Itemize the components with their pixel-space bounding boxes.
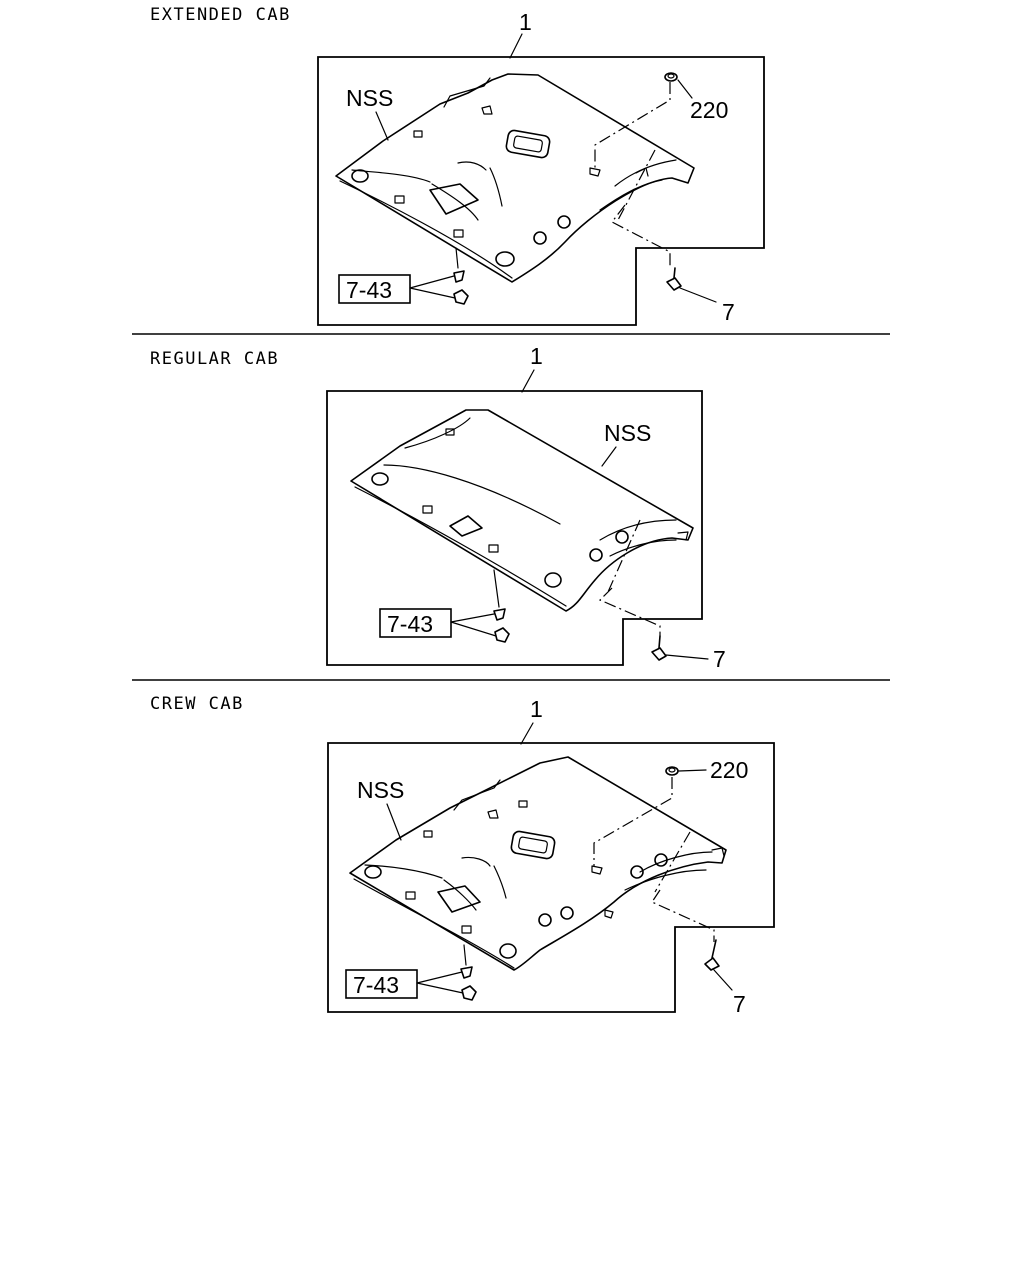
headliner-panel xyxy=(350,409,694,612)
reference-box xyxy=(379,608,452,638)
section-crew-cab: CREW CAB 1 xyxy=(150,694,775,1017)
part-number-label: 1 xyxy=(519,9,532,35)
section-title: CREW CAB xyxy=(150,694,244,714)
leader-line xyxy=(409,287,456,299)
reference-label: 7-43 xyxy=(346,277,392,303)
reference-label: 7-43 xyxy=(387,611,433,637)
screw-label: 7 xyxy=(733,991,746,1017)
leader-line xyxy=(375,111,389,141)
leader-line xyxy=(665,654,709,660)
screw-label: 7 xyxy=(722,299,735,325)
dash-line xyxy=(611,204,671,268)
reference-box xyxy=(345,969,418,999)
dash-line xyxy=(594,82,671,168)
reference-box xyxy=(338,274,411,304)
section-title: REGULAR CAB xyxy=(150,349,279,369)
retainer-clips xyxy=(493,569,510,643)
section-frame xyxy=(326,390,703,666)
headliner-panel xyxy=(349,756,727,971)
dash-line xyxy=(598,587,661,636)
leader-line xyxy=(677,79,693,99)
leader-line xyxy=(416,971,463,984)
leader-line xyxy=(450,621,497,637)
clip-220 xyxy=(664,72,678,82)
dash-line xyxy=(617,149,656,221)
dash-line xyxy=(654,831,691,893)
screw-7 xyxy=(651,635,667,661)
reference-label: 7-43 xyxy=(353,972,399,998)
section-regular-cab: REGULAR CAB 1 7 NSS xyxy=(150,343,726,672)
leader-line xyxy=(450,613,495,623)
part-number-label: 1 xyxy=(530,696,543,722)
section-frame xyxy=(317,56,765,326)
leader-line xyxy=(679,287,717,303)
section-extended-cab: EXTENDED CAB 1 xyxy=(150,5,765,326)
clip-label: 220 xyxy=(690,97,728,123)
nss-label: NSS xyxy=(357,777,404,803)
leader-line xyxy=(416,982,464,994)
dash-line xyxy=(607,519,641,593)
dash-line xyxy=(593,777,673,866)
leader-line xyxy=(520,722,534,745)
dash-line xyxy=(651,889,715,942)
retainer-clips xyxy=(453,247,469,305)
part-number-label: 1 xyxy=(530,343,543,369)
leader-line xyxy=(409,275,455,289)
leader-line xyxy=(713,969,733,991)
nss-label: NSS xyxy=(604,420,651,446)
screw-7 xyxy=(704,939,720,971)
leader-line xyxy=(509,33,523,59)
section-frame xyxy=(327,742,775,1013)
leader-line xyxy=(601,446,617,467)
clip-label: 220 xyxy=(710,757,748,783)
retainer-clips xyxy=(460,944,477,1001)
screw-label: 7 xyxy=(713,646,726,672)
leader-line xyxy=(521,369,535,393)
section-title: EXTENDED CAB xyxy=(150,5,291,25)
leader-line xyxy=(386,803,402,841)
nss-label: NSS xyxy=(346,85,393,111)
headliner-panel xyxy=(335,73,695,283)
leader-line xyxy=(678,769,707,772)
screw-7 xyxy=(666,267,682,291)
clip-220 xyxy=(665,766,679,776)
